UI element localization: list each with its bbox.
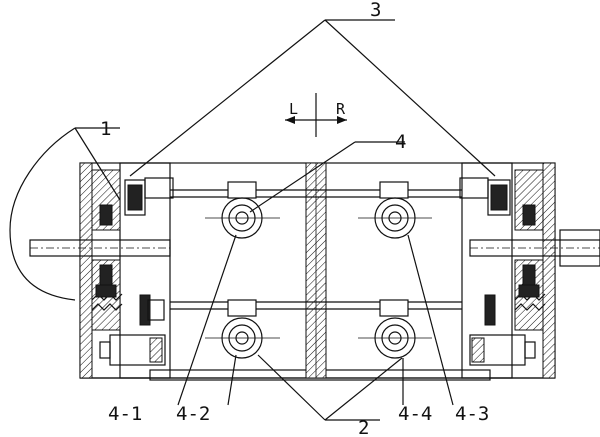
leader-lines: [9, 19, 496, 421]
housing: [79, 162, 556, 381]
right-mechanism: [459, 169, 546, 366]
central-divider: [305, 162, 327, 379]
direction-right-label: R: [336, 100, 346, 118]
main-shaft: [29, 229, 600, 267]
label-part-4-4: 4-4: [398, 403, 432, 425]
label-part-4: 4: [395, 131, 406, 153]
label-part-2: 2: [358, 417, 369, 437]
left-mechanism: [91, 169, 174, 366]
roller-4-1: [205, 181, 280, 239]
roller-4-4: [358, 299, 432, 359]
roller-4-3: [358, 181, 432, 239]
guide-rods: [170, 189, 462, 310]
label-part-3: 3: [370, 0, 381, 21]
roller-4-2: [205, 299, 280, 359]
direction-left-label: L: [289, 100, 298, 118]
label-part-4-1: 4-1: [108, 403, 142, 425]
direction-indicator: L R: [285, 93, 347, 137]
label-part-1: 1: [100, 118, 111, 140]
label-part-4-2: 4-2: [176, 403, 210, 425]
label-part-4-3: 4-3: [455, 403, 489, 425]
